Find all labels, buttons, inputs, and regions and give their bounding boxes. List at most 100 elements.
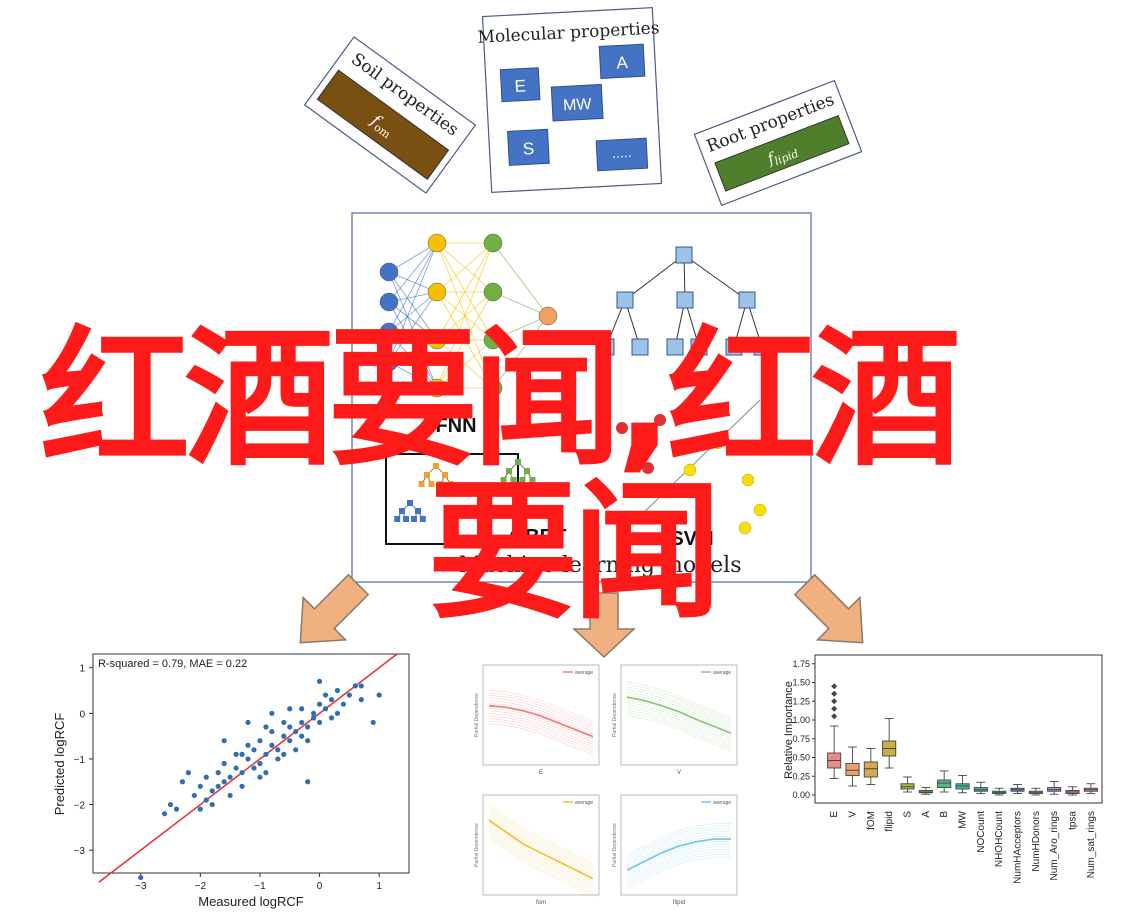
fnn-edge: [388, 301, 438, 341]
scatter-point: [239, 783, 245, 789]
pdp-ice-line: [488, 814, 594, 874]
boxplot-ytick-label: 0.00: [792, 790, 810, 800]
scatter-xtick-label: −1: [254, 881, 266, 892]
scatter-point: [293, 728, 299, 735]
gbrt-tree-diagram: [394, 459, 536, 522]
pdp-ice-line: [626, 856, 731, 889]
scatter-point: [245, 742, 251, 748]
scatter-point: [203, 797, 209, 803]
arrow-left: [299, 573, 370, 644]
scatter-point: [299, 719, 305, 726]
svm-scatter-diagram: [616, 399, 767, 535]
molecular-item-e: E: [499, 67, 541, 103]
boxplot-x-label: NOCount: [976, 811, 987, 853]
svm-point-red: [654, 414, 666, 426]
pdp-ice-line: [626, 846, 731, 879]
molecular-properties-card: Molecular properties E A MW S .....: [477, 7, 663, 193]
boxplot-x-label: A: [921, 811, 932, 818]
scatter-point: [305, 724, 311, 730]
fnn-edge: [388, 242, 438, 303]
boxplot-x-label: flipid: [884, 811, 895, 832]
pdp-ice-line: [488, 812, 594, 872]
pdp-ice-line: [626, 823, 731, 855]
scatter-point: [287, 724, 293, 730]
ml-models-caption: Machine learning models: [458, 553, 741, 578]
pdp-ylabel: Partial Dependence: [474, 823, 480, 867]
pdp-ice-line: [626, 709, 732, 747]
boxplot-ytick-label: 1.50: [792, 678, 810, 688]
scatter-point: [305, 779, 311, 785]
rf-tree-diagram: [597, 246, 771, 356]
scatter-point: [239, 770, 245, 776]
svm-boundary: [635, 399, 761, 521]
pdp-average-line: [488, 819, 594, 880]
rf-node: [597, 338, 615, 356]
arrow-right: [793, 573, 864, 644]
pdp-average-line: [626, 838, 731, 871]
fnn-edge: [492, 315, 549, 341]
ml-models-box: FNN RF GBRT SVM Machine learning models: [351, 212, 812, 583]
scatter-point: [328, 697, 335, 703]
scatter-point: [257, 738, 263, 744]
scatter-point: [305, 738, 311, 744]
fnn-node: [483, 378, 503, 398]
scatter-point: [167, 801, 174, 808]
scatter-point: [346, 692, 352, 698]
boxplot-outlier: [831, 705, 838, 712]
boxplot-ytick-label: 0.75: [792, 734, 810, 744]
gbrt-node: [428, 481, 435, 487]
scatter-point: [281, 751, 287, 757]
scatter-point: [358, 683, 364, 689]
scatter-point: [322, 692, 329, 698]
molecular-item-mw: MW: [550, 83, 604, 122]
pdp-legend-label: average: [575, 800, 593, 806]
scatter-point: [275, 756, 281, 762]
scatter-point: [203, 774, 209, 780]
gbrt-node: [411, 516, 417, 522]
pdp-ice-line: [488, 707, 594, 740]
scatter-point: [209, 788, 215, 794]
scatter-ytick-label: −3: [74, 846, 86, 857]
rf-node: [753, 338, 771, 356]
pdp-ice-line: [488, 838, 594, 898]
svg-text:A: A: [616, 53, 629, 73]
pdp-legend-label: average: [713, 800, 731, 806]
scatter-points: [138, 678, 382, 881]
pdp-xlabel: V: [677, 770, 681, 776]
pdp-ice-line: [626, 681, 732, 718]
svg-text:MW: MW: [563, 96, 593, 115]
svm-point-red: [634, 434, 646, 446]
pdp-ice-line: [488, 715, 594, 748]
pdp-ice-line: [626, 836, 731, 868]
scatter-point: [209, 801, 215, 808]
scatter-point: [352, 683, 358, 689]
fnn-edge: [436, 291, 494, 389]
pdp-ice-line: [626, 689, 732, 726]
scatter-point: [287, 706, 293, 712]
boxplot-outlier: [831, 713, 838, 720]
pdp-ice-line: [488, 822, 594, 882]
rf-label: RF: [675, 369, 702, 391]
scatter-xtick-label: −3: [135, 881, 147, 892]
fnn-label: FNN: [435, 415, 476, 437]
pdp-ice-line: [626, 694, 732, 731]
molecular-item-more: .....: [595, 137, 649, 172]
scatter-point: [173, 806, 180, 812]
pdp-ice-line: [488, 718, 594, 750]
scatter-point: [293, 747, 299, 753]
boxplot-outlier: [831, 683, 838, 690]
scatter-point: [311, 715, 317, 721]
pdp-ice-line: [626, 831, 731, 863]
scatter-point: [227, 774, 233, 780]
scatter-point: [316, 678, 323, 684]
scatter-point: [221, 779, 227, 785]
pdp-ice-line: [488, 827, 594, 887]
svm-label: SVM: [670, 528, 713, 550]
boxplot-box: [863, 761, 878, 778]
pdp-ice-line: [488, 702, 594, 735]
scatter-point: [161, 811, 168, 817]
rf-edge: [624, 254, 685, 301]
scatter-point: [370, 719, 376, 726]
scatter-point: [299, 733, 305, 739]
